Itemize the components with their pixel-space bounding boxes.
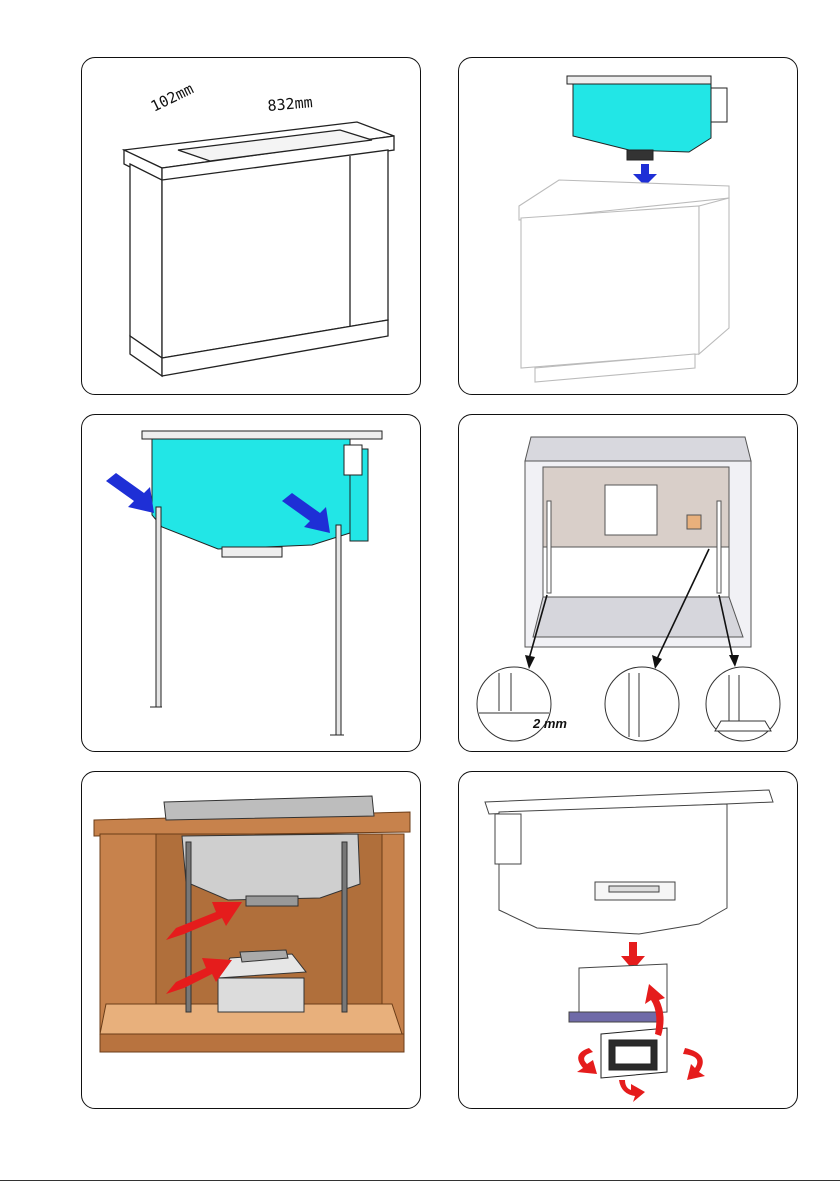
step-2-panel <box>458 57 798 395</box>
arrow-left-leg-icon <box>106 473 154 513</box>
duct-adapter-illustration <box>459 772 798 1109</box>
step-6-panel <box>458 771 798 1109</box>
step-5-panel <box>81 771 421 1109</box>
leg-adjustment-illustration: 2 mm <box>459 415 798 752</box>
support-legs-illustration <box>82 415 421 752</box>
step-4-panel: 2 mm <box>458 414 798 752</box>
detail-inset-bracket <box>605 667 679 741</box>
step-1-panel: 102mm 832mm <box>81 57 421 395</box>
floor-gap-dimension: 2 mm <box>532 716 567 731</box>
motor-box-illustration <box>82 772 421 1109</box>
step-3-panel <box>81 414 421 752</box>
width-dimension: 832mm <box>267 93 314 115</box>
cabinet-cutout-illustration: 102mm 832mm <box>82 58 421 395</box>
page-footer-rule <box>0 1180 840 1181</box>
depth-dimension: 102mm <box>148 80 196 116</box>
module-insertion-illustration <box>459 58 798 395</box>
